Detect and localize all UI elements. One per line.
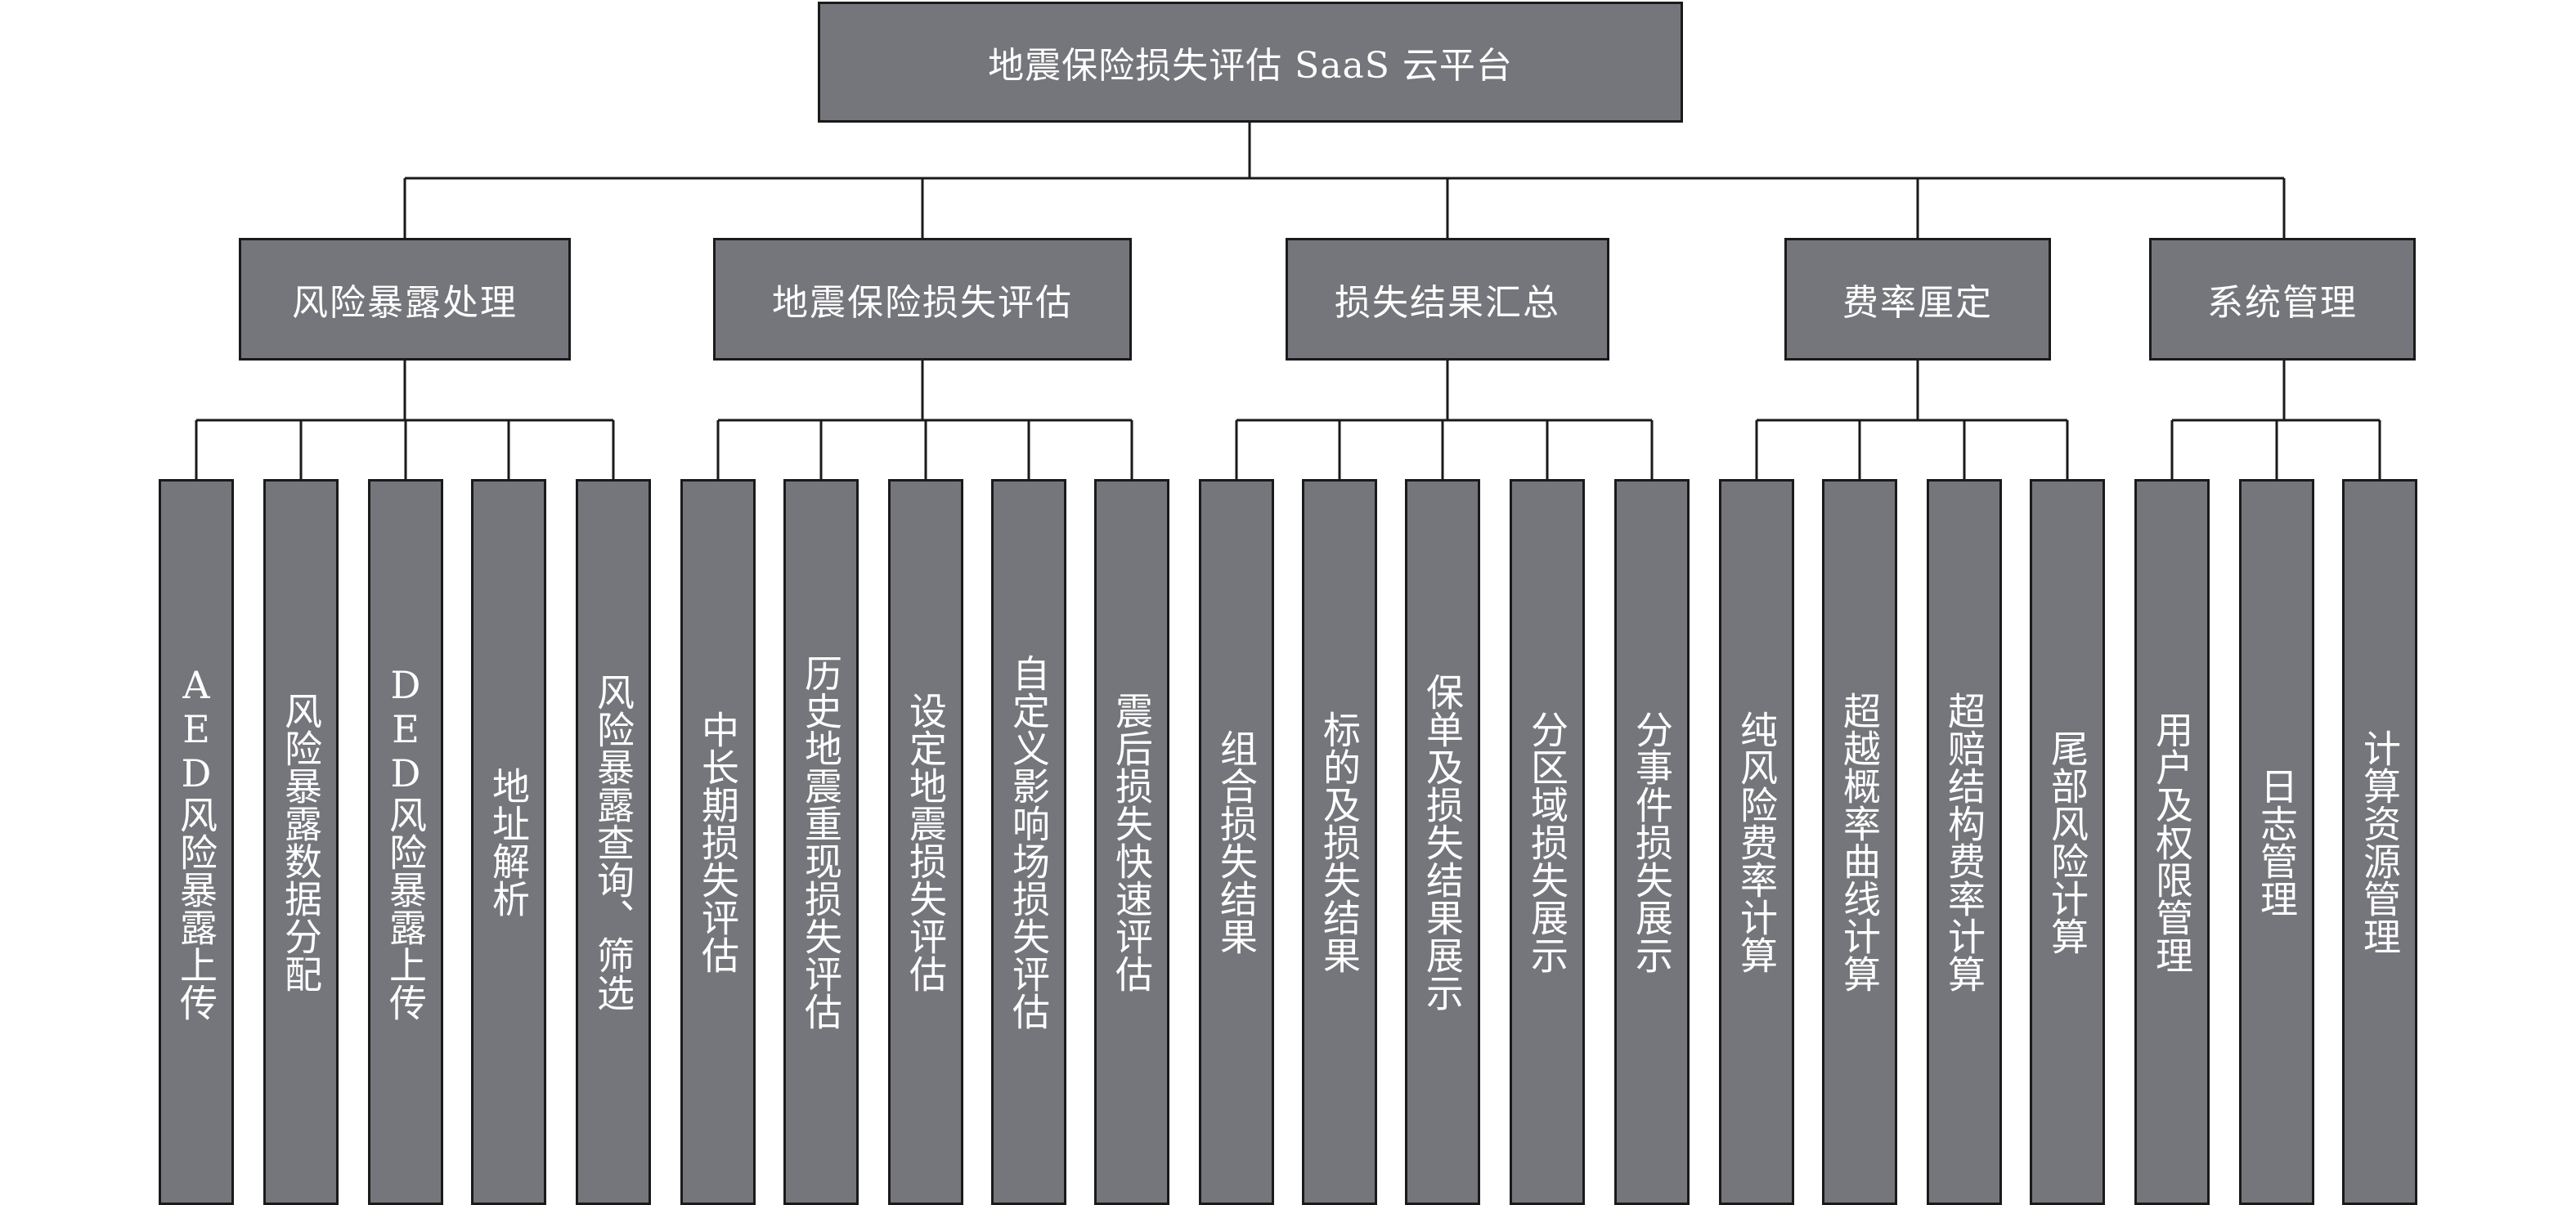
leaf-node: 风险暴露数据分配 (263, 479, 339, 1205)
category-label: 地震保险损失评估 (772, 282, 1073, 324)
leaf-node: 设定地震损失评估 (888, 479, 963, 1205)
leaf-node: 标的及损失结果 (1302, 479, 1377, 1205)
leaf-node: 地址解析 (471, 479, 546, 1205)
leaf-node: DED风险暴露上传 (368, 479, 443, 1205)
leaf-label: 风险暴露查询、筛选 (591, 673, 635, 1011)
leaf-node: 超赔结构费率计算 (1927, 479, 2002, 1205)
leaf-label: 组合损失结果 (1214, 729, 1259, 955)
leaf-node: 纯风险费率计算 (1719, 479, 1794, 1205)
leaf-node: 风险暴露查询、筛选 (576, 479, 651, 1205)
leaf-node: AED风险暴露上传 (159, 479, 234, 1205)
leaf-node: 历史地震重现损失评估 (783, 479, 859, 1205)
category-label: 系统管理 (2207, 282, 2358, 324)
leaf-node: 超越概率曲线计算 (1822, 479, 1897, 1205)
category-system-management: 系统管理 (2149, 238, 2416, 361)
leaf-label: 日志管理 (2255, 767, 2299, 917)
leaf-node: 日志管理 (2239, 479, 2314, 1205)
leaf-label: 风险暴露数据分配 (279, 692, 323, 992)
leaf-node: 中长期损失评估 (680, 479, 756, 1205)
leaf-node: 计算资源管理 (2342, 479, 2417, 1205)
leaf-label: 保单及损失结果展示 (1420, 673, 1465, 1011)
root-node: 地震保险损失评估 SaaS 云平台 (818, 2, 1683, 123)
category-loss-summary: 损失结果汇总 (1286, 238, 1609, 361)
leaf-label: 超越概率曲线计算 (1838, 692, 1882, 992)
leaf-node: 尾部风险计算 (2030, 479, 2105, 1205)
leaf-label: 尾部风险计算 (2045, 729, 2089, 955)
category-label: 损失结果汇总 (1335, 282, 1560, 324)
leaf-label: 地址解析 (487, 767, 531, 917)
leaf-node: 保单及损失结果展示 (1405, 479, 1480, 1205)
category-label: 风险暴露处理 (292, 282, 518, 324)
leaf-label: AED风险暴露上传 (174, 663, 218, 1021)
leaf-label: 用户及权限管理 (2150, 710, 2194, 974)
leaf-label: 纯风险费率计算 (1735, 710, 1779, 974)
leaf-node: 组合损失结果 (1199, 479, 1274, 1205)
leaf-node: 震后损失快速评估 (1094, 479, 1169, 1205)
leaf-label: 震后损失快速评估 (1110, 692, 1154, 992)
category-label: 费率厘定 (1842, 282, 1993, 324)
leaf-label: 分区域损失展示 (1525, 710, 1569, 974)
category-rating: 费率厘定 (1784, 238, 2051, 361)
leaf-label: 标的及损失结果 (1317, 710, 1362, 974)
leaf-node: 自定义影响场损失评估 (991, 479, 1066, 1205)
leaf-label: 超赔结构费率计算 (1942, 692, 1986, 992)
root-label: 地震保险损失评估 SaaS 云平台 (988, 45, 1513, 87)
leaf-label: 设定地震损失评估 (904, 692, 948, 992)
category-risk-exposure: 风险暴露处理 (239, 238, 571, 361)
leaf-node: 分事件损失展示 (1614, 479, 1690, 1205)
leaf-node: 用户及权限管理 (2134, 479, 2210, 1205)
leaf-label: 中长期损失评估 (696, 710, 740, 974)
leaf-label: 计算资源管理 (2358, 729, 2402, 955)
leaf-label: 分事件损失展示 (1630, 710, 1674, 974)
leaf-label: 自定义影响场损失评估 (1007, 654, 1051, 1030)
leaf-label: DED风险暴露上传 (384, 663, 428, 1021)
leaf-label: 历史地震重现损失评估 (799, 654, 843, 1030)
category-loss-assessment: 地震保险损失评估 (713, 238, 1132, 361)
leaf-node: 分区域损失展示 (1510, 479, 1585, 1205)
